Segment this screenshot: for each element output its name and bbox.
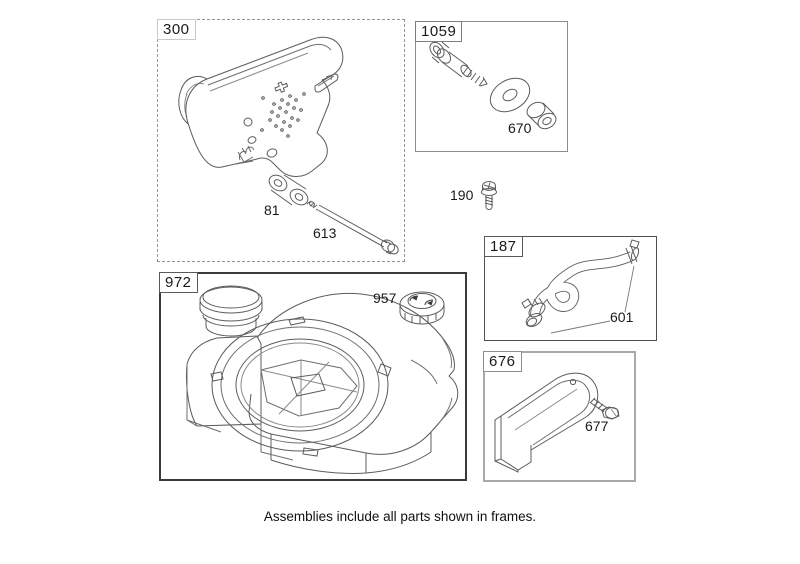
hot-surface-pictogram bbox=[236, 146, 254, 164]
tube-601-illustration bbox=[485, 237, 656, 340]
frame-972-blower-housing: 972 bbox=[159, 272, 467, 481]
perforation-dots bbox=[261, 93, 306, 138]
guard-677-illustration bbox=[485, 353, 634, 480]
spacer-670-illustration bbox=[524, 99, 558, 132]
muffler-illustration bbox=[158, 20, 403, 260]
frame-label-187: 187 bbox=[484, 236, 523, 257]
screw-190-illustration bbox=[478, 180, 500, 214]
part-number-677: 677 bbox=[585, 418, 609, 434]
washer-illustration bbox=[484, 72, 535, 119]
part-number-190: 190 bbox=[450, 187, 474, 203]
diagram-caption: Assemblies include all parts shown in fr… bbox=[263, 509, 537, 524]
filler-neck-illustration bbox=[200, 286, 262, 336]
part-number-81: 81 bbox=[264, 202, 280, 218]
leader-lines-601 bbox=[551, 266, 634, 333]
bolt-illustration bbox=[427, 40, 487, 86]
bolt-kit-illustration bbox=[416, 22, 567, 151]
frame-label-676: 676 bbox=[483, 351, 522, 372]
frame-1059-bolt-kit: 1059 bbox=[415, 21, 568, 152]
lower-clamp-icon bbox=[522, 298, 548, 329]
part-number-957: 957 bbox=[373, 290, 397, 306]
blower-housing-illustration bbox=[161, 274, 465, 479]
screw-677-illustration bbox=[590, 398, 619, 419]
flywheel-opening-illustration bbox=[211, 317, 391, 456]
frame-label-300: 300 bbox=[157, 19, 196, 40]
part-number-601: 601 bbox=[610, 309, 634, 325]
frame-label-972: 972 bbox=[159, 272, 198, 293]
fuel-cap-957-illustration bbox=[400, 292, 444, 324]
frame-676-guard-assembly: 676 677 bbox=[483, 351, 636, 482]
part-number-613: 613 bbox=[313, 225, 337, 241]
loose-part-190: 190 bbox=[450, 178, 510, 218]
screw-613-illustration bbox=[307, 201, 400, 256]
washer-81-illustration bbox=[266, 172, 311, 208]
frame-300-muffler-assembly: 300 bbox=[157, 19, 405, 262]
frame-label-1059: 1059 bbox=[415, 21, 463, 42]
upper-clamp-icon bbox=[626, 240, 640, 264]
part-number-670: 670 bbox=[508, 120, 532, 136]
frame-187-tube-assembly: 187 bbox=[484, 236, 657, 341]
